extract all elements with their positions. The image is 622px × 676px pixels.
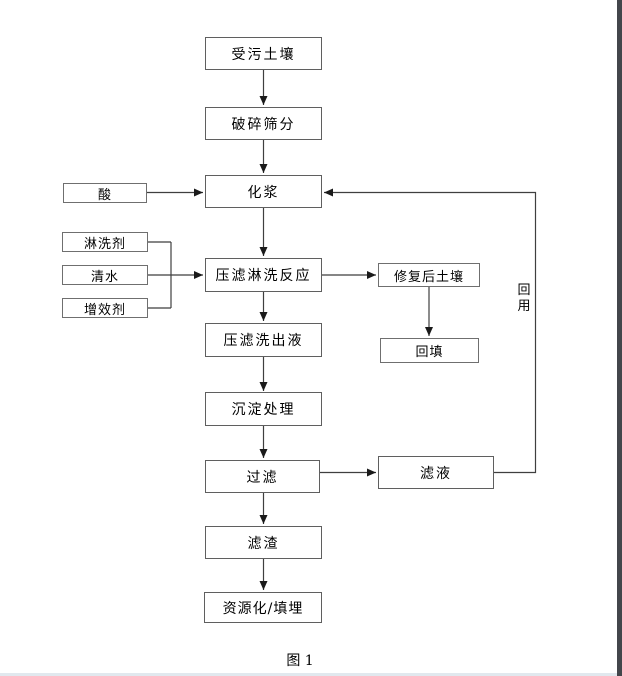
node-synergist: 增效剂 bbox=[62, 298, 148, 318]
node-filter-residue: 滤渣 bbox=[205, 526, 322, 559]
node-contaminated-soil: 受污土壤 bbox=[205, 37, 322, 70]
node-slurrying: 化浆 bbox=[205, 175, 322, 208]
bottom-edge-strip bbox=[0, 673, 617, 676]
node-washing-agent: 淋洗剂 bbox=[62, 232, 148, 252]
node-remediated-soil: 修复后土壤 bbox=[378, 263, 480, 287]
node-press-filter-washing-reaction: 压滤淋洗反应 bbox=[205, 258, 322, 292]
node-acid: 酸 bbox=[63, 183, 147, 203]
node-resource-recovery-landfill: 资源化/填埋 bbox=[204, 592, 322, 623]
figure-caption: 图 1 bbox=[286, 653, 314, 669]
node-backfill: 回填 bbox=[380, 338, 479, 363]
reuse-edge-label: 回用 bbox=[517, 283, 531, 314]
node-filtrate: 滤液 bbox=[378, 456, 494, 489]
node-press-filter-washout-liquid: 压滤洗出液 bbox=[205, 323, 322, 357]
right-edge-strip bbox=[617, 0, 622, 676]
node-precipitation-treatment: 沉淀处理 bbox=[205, 392, 322, 426]
node-filtration: 过滤 bbox=[205, 460, 320, 493]
node-clean-water: 清水 bbox=[62, 265, 148, 285]
node-crushing-screening: 破碎筛分 bbox=[205, 107, 322, 140]
